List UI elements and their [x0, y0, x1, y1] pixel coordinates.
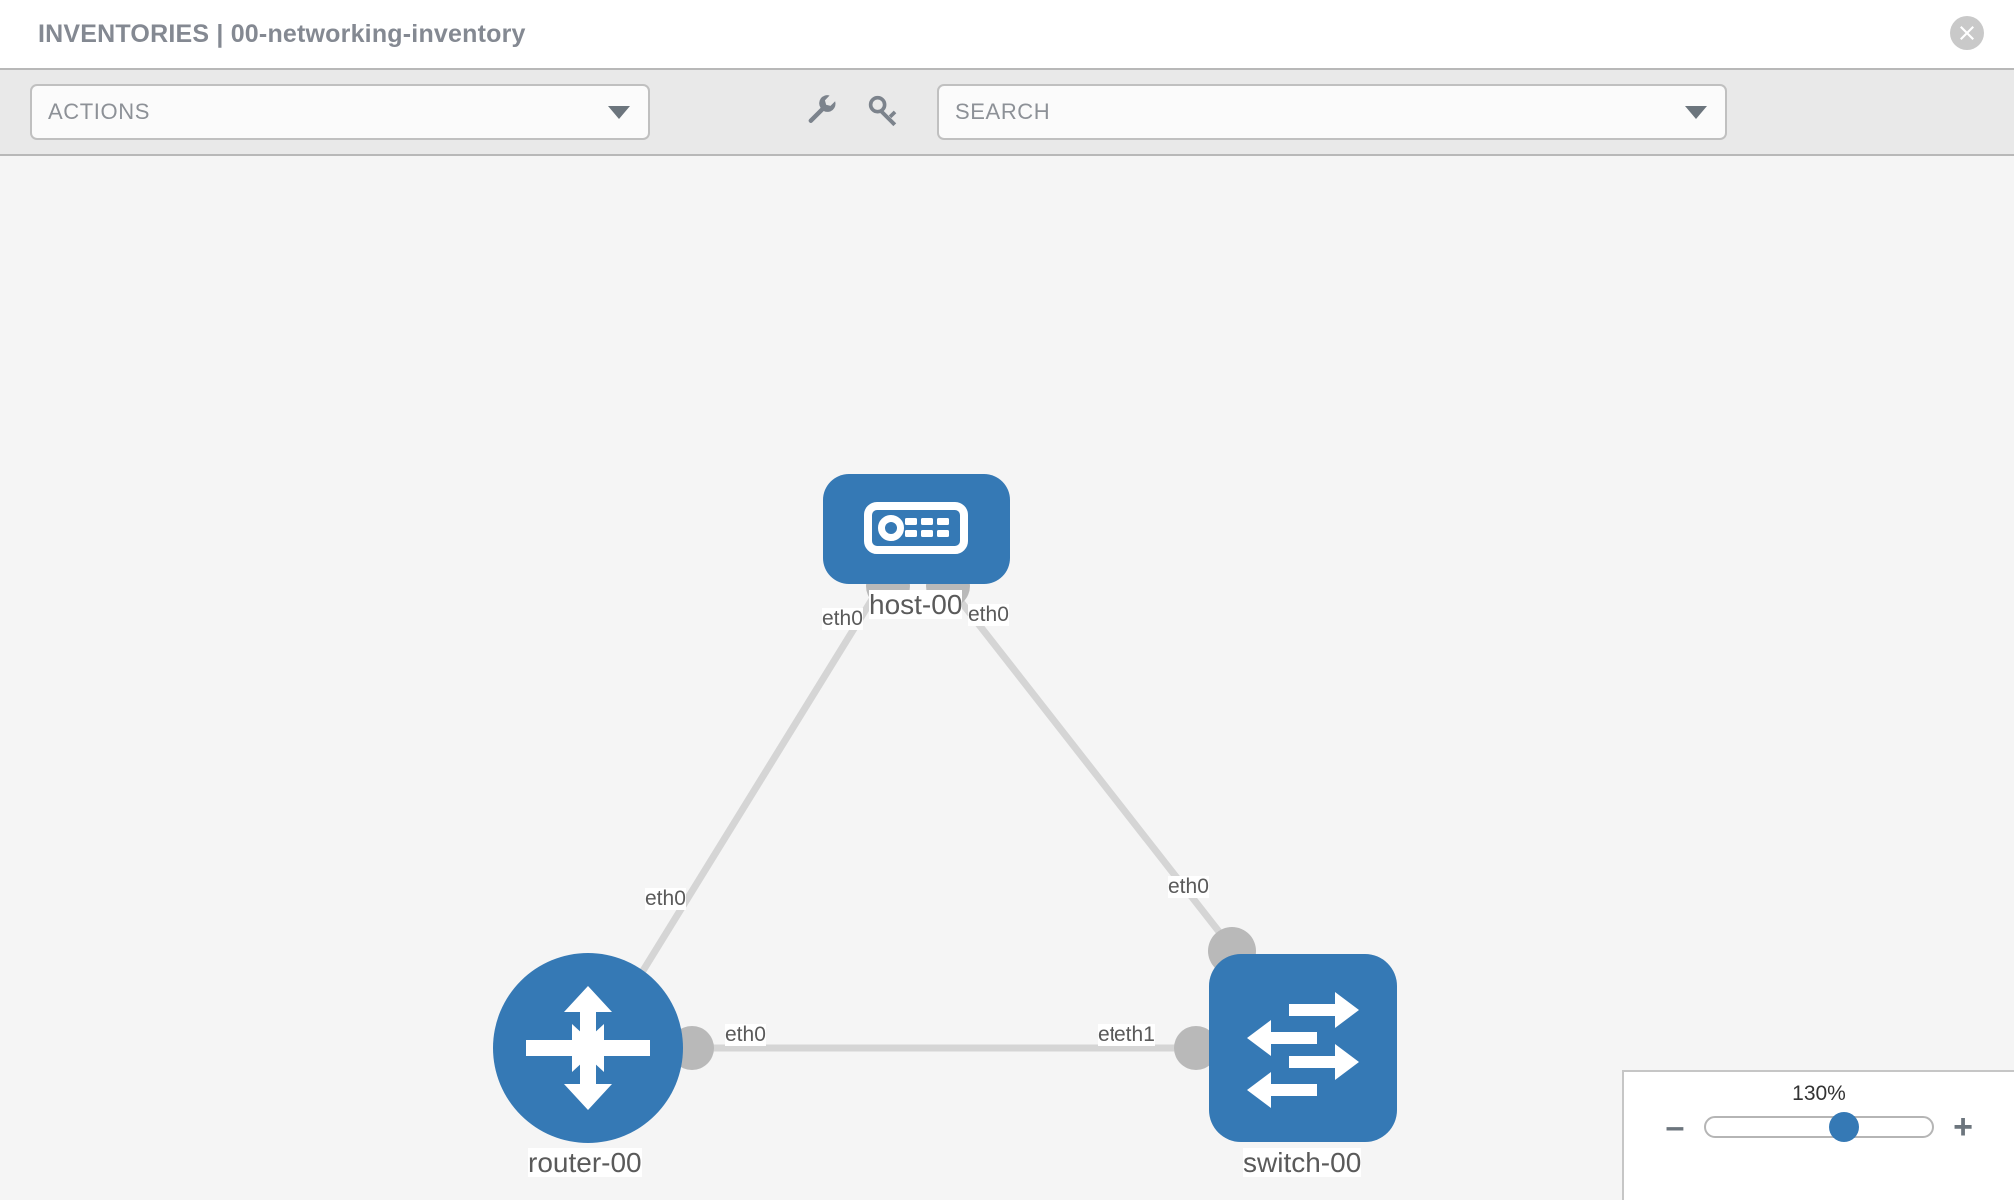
connector-switch00-left[interactable] [1174, 1026, 1218, 1070]
search-input[interactable]: SEARCH [937, 84, 1727, 140]
edge-host00-router00[interactable] [617, 578, 887, 1010]
edge-label-host00-eth0-right: eth0 [968, 603, 1009, 627]
edge-host00-switch00[interactable] [941, 577, 1241, 959]
edge-label-host00-eth0-left: eth0 [822, 607, 863, 631]
edge-label-router00-eth0-up: eth0 [645, 887, 686, 911]
zoom-out-button[interactable]: – [1665, 1108, 1685, 1146]
close-icon[interactable] [1950, 16, 1984, 50]
zoom-control-panel: 130% – + [1622, 1070, 2014, 1200]
topology-graph[interactable] [0, 156, 2014, 1200]
topology-connectors [670, 564, 1256, 1070]
node-switch-00[interactable] [1209, 954, 1397, 1142]
page-header: INVENTORIES | 00-networking-inventory [0, 0, 2014, 68]
node-router-00[interactable] [493, 953, 683, 1143]
zoom-control-row: – + [1624, 1108, 2014, 1146]
edge-label-router00-eth0-right: eth0 [725, 1023, 766, 1047]
page-title: INVENTORIES | 00-networking-inventory [38, 19, 526, 48]
actions-dropdown-label: ACTIONS [48, 99, 150, 124]
topology-canvas[interactable]: eth0 eth0 eth0 eth0 eth0 eth eth1 host-0… [0, 156, 2014, 1200]
zoom-level-value: 130% [1792, 1082, 1846, 1105]
node-host-00[interactable] [823, 474, 1010, 584]
topology-edges [617, 577, 1241, 1052]
toolbar: ACTIONS SEARCH [0, 68, 2014, 156]
edge-label-switch00-eth1: eth1 [1114, 1023, 1155, 1047]
toolbar-icon-group [805, 93, 901, 132]
node-label-switch-00: switch-00 [1243, 1147, 1362, 1178]
zoom-slider-thumb[interactable] [1828, 1112, 1859, 1142]
chevron-down-icon [608, 105, 630, 119]
node-label-router-00: router-00 [528, 1147, 642, 1178]
zoom-slider[interactable] [1704, 1112, 1934, 1142]
search-input-value: SEARCH [955, 99, 1051, 124]
actions-dropdown[interactable]: ACTIONS [30, 84, 650, 140]
edge-label-switch00-eth0-up: eth0 [1168, 875, 1209, 899]
node-label-host-00: host-00 [869, 589, 963, 620]
wrench-icon[interactable] [805, 93, 839, 132]
key-icon[interactable] [867, 93, 901, 132]
zoom-in-button[interactable]: + [1953, 1108, 1973, 1146]
chevron-down-icon [1685, 105, 1707, 119]
